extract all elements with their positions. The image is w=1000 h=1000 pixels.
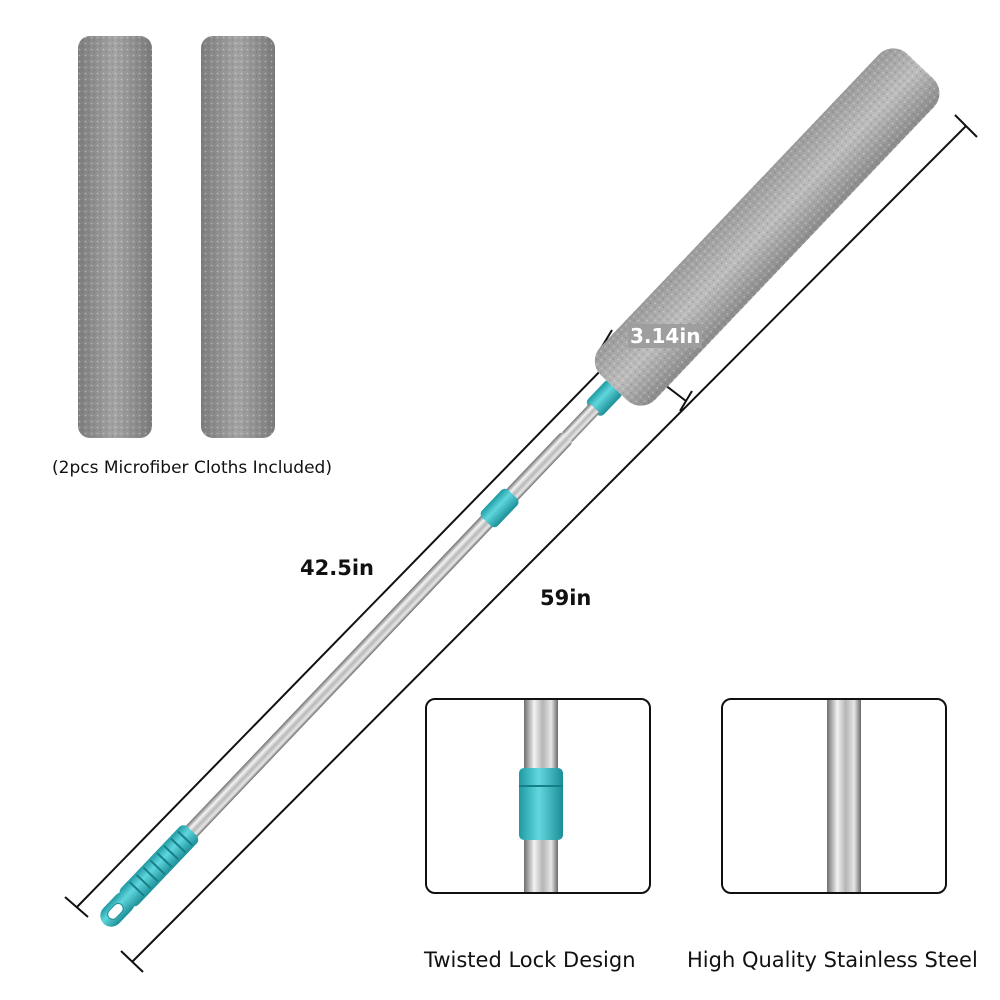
stainless-steel-detail-panel [721,698,947,894]
head-width-label: 3.14in [628,324,703,348]
microfiber-cloth-left [78,36,152,438]
duster-pole [100,48,940,927]
twisted-lock-detail-panel [425,698,651,894]
head-connector [586,380,623,416]
total-length-dimension-line [120,114,978,973]
steel-tube [148,432,572,876]
duster-head [594,48,940,406]
twisted-lock-caption: Twisted Lock Design [424,948,636,972]
cloths-caption: (2pcs Microfiber Cloths Included) [52,458,332,478]
microfiber-cloth-right [201,36,275,438]
total-length-label: 59in [540,586,592,610]
stainless-steel-caption: High Quality Stainless Steel [687,948,978,972]
handle-length-label: 42.5in [300,556,374,580]
twist-lock-collar [480,488,519,528]
stainless-steel-closeup [827,700,861,892]
twisted-lock-closeup [519,700,563,892]
grip-handle [119,825,199,907]
